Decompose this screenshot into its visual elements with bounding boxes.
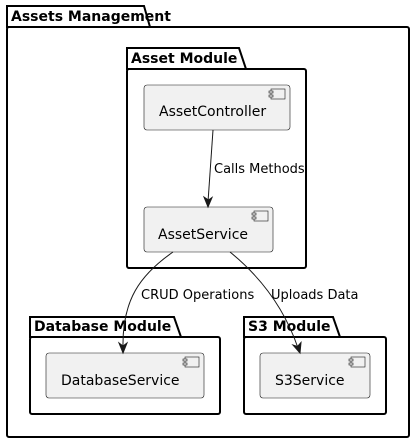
edge-uploads-data-line — [229, 251, 299, 349]
component-s3-service-box — [259, 352, 371, 399]
component-asset-service-label: AssetService — [158, 227, 248, 243]
edge-uploads-data-label: Uploads Data — [271, 288, 359, 303]
edge-uploads-data-arrowhead — [291, 341, 302, 355]
component-s3-service[interactable]: S3Service — [259, 352, 371, 399]
component-icon — [251, 210, 269, 222]
component-asset-controller-box — [143, 84, 291, 131]
component-asset-service[interactable]: AssetService — [143, 206, 274, 253]
package-database-module-title: Database Module — [34, 319, 171, 335]
package-asset-module-title: Asset Module — [131, 51, 237, 67]
edge-calls-methods: Calls Methods — [202, 129, 305, 209]
edge-calls-methods-label: Calls Methods — [214, 162, 305, 177]
edge-crud-operations-line — [122, 251, 174, 349]
edge-crud-operations-arrowhead — [117, 341, 129, 355]
component-s3-service-label: S3Service — [275, 373, 345, 389]
edge-calls-methods-line — [207, 129, 214, 203]
component-database-service[interactable]: DatabaseService — [45, 352, 205, 399]
package-assets-management-title: Assets Management — [11, 9, 171, 25]
edge-crud-operations: CRUD Operations — [117, 251, 254, 355]
component-asset-controller[interactable]: AssetController — [143, 84, 291, 131]
component-icon — [348, 356, 366, 368]
edge-calls-methods-arrowhead — [202, 195, 214, 209]
component-database-service-label: DatabaseService — [61, 373, 180, 389]
edge-uploads-data: Uploads Data — [229, 251, 359, 355]
component-database-service-box — [45, 352, 205, 399]
component-icon — [268, 88, 286, 100]
component-asset-controller-label: AssetController — [159, 104, 266, 120]
edge-crud-operations-label: CRUD Operations — [141, 288, 254, 303]
component-icon — [182, 356, 200, 368]
